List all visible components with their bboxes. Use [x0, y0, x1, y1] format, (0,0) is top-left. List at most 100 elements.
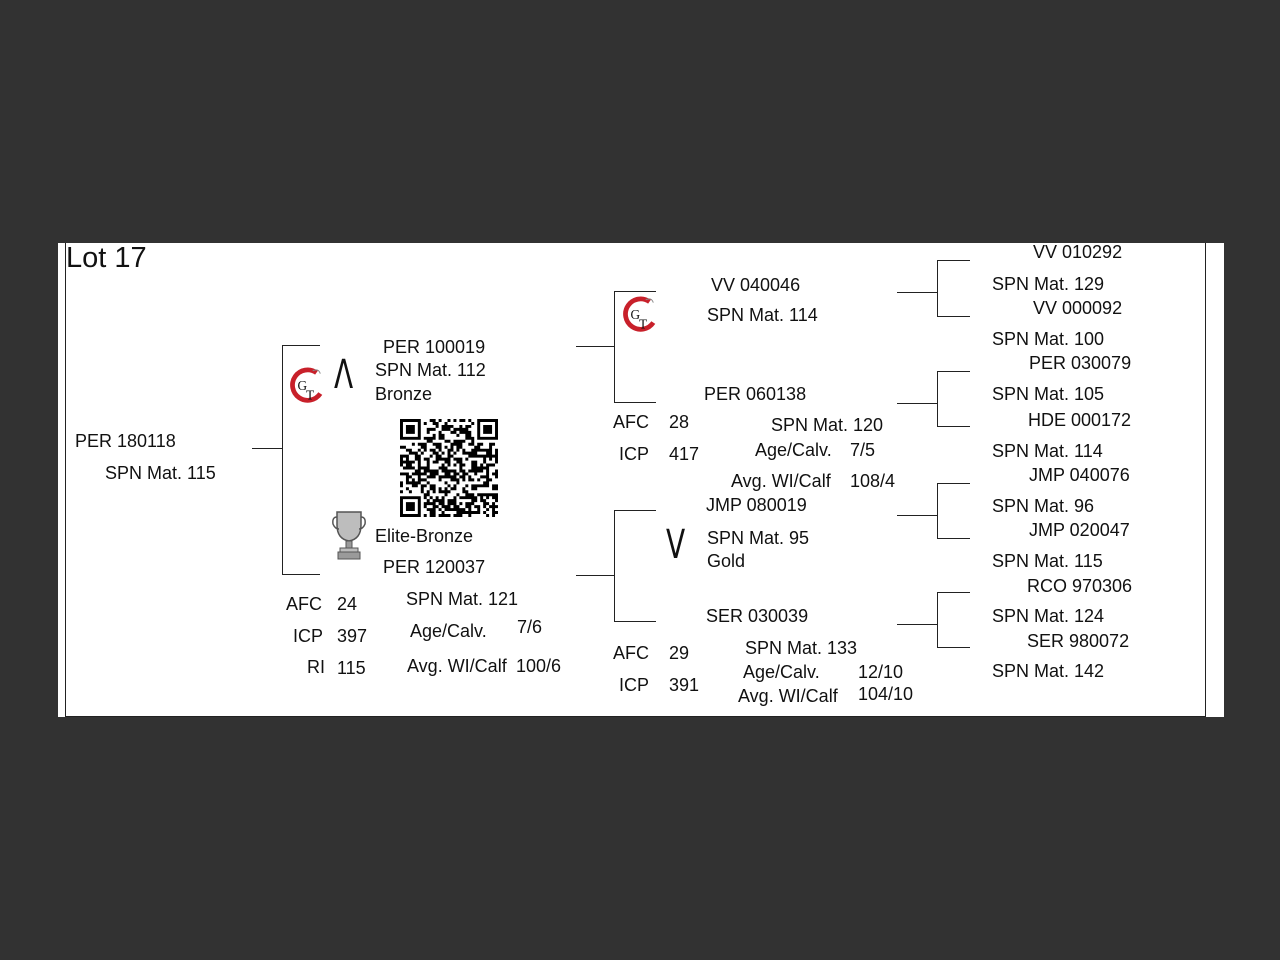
- subject-id: PER 180118: [75, 431, 176, 451]
- dam-afc-label: AFC: [286, 594, 322, 614]
- sire-id: PER 100019: [383, 337, 486, 357]
- sire-dam-age-value: 7/5: [850, 440, 876, 460]
- connector-line: [282, 574, 320, 575]
- dam-dam-wi-value: 104/10: [858, 684, 914, 704]
- right-border-line: [1205, 243, 1206, 717]
- dam-sire-dam-id: JMP 020047: [1029, 520, 1130, 540]
- connector-line: [282, 345, 283, 575]
- svg-text:G: G: [298, 378, 308, 393]
- dam-afc-value: 24: [337, 594, 358, 614]
- connector-line: [614, 621, 656, 622]
- sire-afc-label: AFC: [613, 412, 649, 432]
- dam-dam-wi-label: Avg. WI/Calf: [738, 686, 838, 706]
- dam-dam-icp-label: ICP: [619, 675, 650, 695]
- dam-award: Elite-Bronze: [375, 526, 474, 546]
- sire-symbol: Λ: [334, 352, 354, 398]
- sire-dam-wi-label: Avg. WI/Calf: [731, 471, 831, 491]
- connector-line: [937, 371, 970, 372]
- connector-line: [576, 346, 614, 347]
- dam-sire-sire-spn: SPN Mat. 96: [992, 496, 1095, 516]
- connector-line: [614, 510, 656, 511]
- sire-dam-sire-spn: SPN Mat. 105: [992, 384, 1105, 404]
- sire-medal: Bronze: [375, 384, 433, 404]
- dam-dam-dam-spn: SPN Mat. 142: [992, 661, 1105, 681]
- svg-text:T: T: [306, 387, 314, 402]
- sire-sire-sire-spn: SPN Mat. 129: [992, 274, 1105, 294]
- gt-logo-icon: G T: [290, 367, 323, 403]
- dam-sire-id: JMP 080019: [706, 495, 807, 515]
- svg-text:G: G: [631, 307, 641, 322]
- sire-spn: SPN Mat. 112: [375, 360, 486, 380]
- sire-dam-dam-spn: SPN Mat. 114: [992, 441, 1103, 461]
- dam-dam-afc-value: 29: [669, 643, 690, 663]
- sire-sire-spn: SPN Mat. 114: [707, 305, 818, 325]
- dam-dam-sire-id: RCO 970306: [1027, 576, 1133, 596]
- dam-wi-label: Avg. WI/Calf: [407, 656, 507, 676]
- bottom-border-line: [65, 716, 1206, 717]
- dam-sire-dam-spn: SPN Mat. 115: [992, 551, 1103, 571]
- connector-line: [937, 260, 970, 261]
- sire-sire-dam-spn: SPN Mat. 100: [992, 329, 1105, 349]
- dam-sire-symbol: V: [666, 522, 686, 568]
- dam-icp-value: 397: [337, 626, 368, 646]
- subject-spn: SPN Mat. 115: [105, 463, 216, 483]
- connector-line: [282, 345, 320, 346]
- dam-id: PER 120037: [383, 557, 486, 577]
- sire-icp-value: 417: [669, 444, 700, 464]
- sire-sire-id: VV 040046: [711, 275, 801, 295]
- connector-line: [897, 515, 937, 516]
- sire-dam-id: PER 060138: [704, 384, 807, 404]
- dam-sire-spn: SPN Mat. 95: [707, 528, 810, 548]
- connector-line: [897, 624, 937, 625]
- qr-code-icon: [400, 419, 498, 517]
- connector-line: [937, 426, 970, 427]
- dam-age-label: Age/Calv.: [410, 621, 487, 641]
- gt-logo-icon: G T: [623, 296, 656, 332]
- connector-line: [614, 291, 615, 403]
- connector-line: [937, 538, 970, 539]
- connector-line: [614, 291, 656, 292]
- dam-dam-id: SER 030039: [706, 606, 809, 626]
- sire-sire-sire-id: VV 010292: [1033, 242, 1123, 262]
- connector-line: [252, 448, 282, 449]
- connector-line: [576, 575, 614, 576]
- svg-text:T: T: [639, 316, 647, 331]
- connector-line: [937, 483, 970, 484]
- lot-title: Lot 17: [66, 242, 147, 274]
- dam-dam-icp-value: 391: [669, 675, 700, 695]
- connector-line: [937, 647, 970, 648]
- connector-line: [937, 316, 970, 317]
- sire-dam-age-label: Age/Calv.: [755, 440, 832, 460]
- sire-icp-label: ICP: [619, 444, 650, 464]
- sire-dam-wi-value: 108/4: [850, 471, 896, 491]
- sire-afc-value: 28: [669, 412, 690, 432]
- sire-sire-dam-id: VV 000092: [1033, 298, 1123, 318]
- dam-age-value: 7/6: [517, 617, 543, 637]
- dam-dam-spn: SPN Mat. 133: [745, 638, 858, 658]
- dam-dam-age-value: 12/10: [858, 662, 904, 682]
- connector-line: [614, 402, 656, 403]
- connector-line: [937, 592, 970, 593]
- sire-dam-sire-id: PER 030079: [1029, 353, 1132, 373]
- dam-sire-sire-id: JMP 040076: [1029, 465, 1130, 485]
- dam-dam-sire-spn: SPN Mat. 124: [992, 606, 1105, 626]
- connector-line: [614, 510, 615, 622]
- left-border-line: [65, 243, 66, 717]
- sire-dam-spn: SPN Mat. 120: [771, 415, 884, 435]
- dam-sire-medal: Gold: [707, 551, 746, 571]
- connector-line: [937, 483, 938, 539]
- pedigree-sheet: Lot 17 PER 180118 SPN Mat. 115 G T Λ PER…: [58, 243, 1224, 717]
- dam-ri-value: 115: [337, 658, 366, 678]
- trophy-icon: [332, 511, 366, 560]
- sire-dam-dam-id: HDE 000172: [1028, 410, 1132, 430]
- dam-dam-dam-id: SER 980072: [1027, 631, 1130, 651]
- dam-wi-value: 100/6: [516, 656, 562, 676]
- dam-dam-age-label: Age/Calv.: [743, 662, 820, 682]
- connector-line: [897, 403, 937, 404]
- dam-ri-label: RI: [307, 657, 325, 677]
- dam-dam-afc-label: AFC: [613, 643, 649, 663]
- dam-spn: SPN Mat. 121: [406, 589, 519, 609]
- connector-line: [897, 292, 937, 293]
- connector-line: [937, 371, 938, 427]
- connector-line: [937, 592, 938, 648]
